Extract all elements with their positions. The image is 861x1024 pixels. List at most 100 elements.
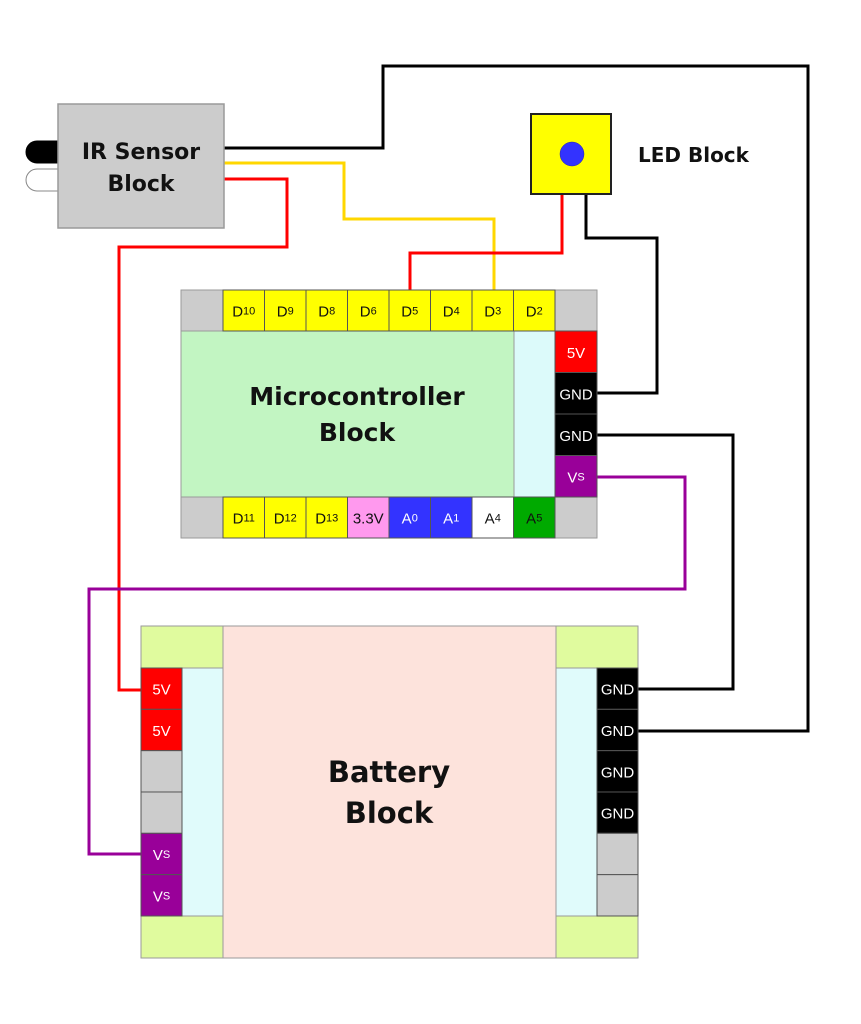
mcu-right-pins: 5V GND GND VS <box>554 330 598 498</box>
battery-pin-right-gnd-2: GND <box>596 750 639 793</box>
battery-pin-left-vs-4: VS <box>140 832 183 876</box>
battery-pin-right-gnd-1-label: GND <box>601 722 635 739</box>
mcu-pin-right-gnd-1: GND <box>554 372 598 415</box>
battery-pin-right-gnd-0: GND <box>596 667 639 710</box>
mcu-bottom-pins: D11 D12 D13 3.3V A0 A1 A4 A5 <box>222 496 556 539</box>
mcu-pin-bottom-a5: A5 <box>513 496 556 539</box>
wire-ir-power-to-battery-5v <box>117 177 289 692</box>
mcu-pin-bottom-a4-box <box>471 496 514 539</box>
mcu-pin-bottom-d12: D12 <box>264 496 307 539</box>
mcu-side-strip <box>513 330 556 498</box>
ir-sensor-block: IR Sensor Block <box>25 103 225 229</box>
mcu-pin-top-d9: D9 <box>264 289 307 332</box>
battery-pin-right-gnd-3: GND <box>596 791 639 834</box>
mcu-pin-top-d5: D5 <box>388 289 431 332</box>
mcu-corner-bottom-right <box>554 496 598 539</box>
battery-pin-right-gnd-2-box <box>596 750 639 793</box>
wire-led-gnd-to-mcu-gnd <box>584 194 659 395</box>
mcu-pin-bottom-a4-label: A4 <box>485 510 501 527</box>
ir-receiver-led-white <box>25 168 61 192</box>
mcu-pin-right-5v-0-label: 5V <box>567 344 585 361</box>
battery-corner-bottom-right <box>555 915 639 959</box>
battery-pin-right-gnd-1: GND <box>596 708 639 752</box>
mcu-pin-bottom-d12-box <box>264 496 307 539</box>
battery-pin-left-vs-5-label: VS <box>153 888 170 905</box>
mcu-pin-top-d3: D3 <box>471 289 514 332</box>
mcu-pin-top-d5-label: D5 <box>401 303 418 320</box>
mcu-pin-bottom-33v-label: 3.3V <box>353 510 384 527</box>
mcu-pin-top-d4: D4 <box>430 289 473 332</box>
battery-body <box>222 625 557 959</box>
battery-pin-right-empty-5 <box>596 874 639 917</box>
battery-pin-right-gnd-2-label: GND <box>601 764 635 781</box>
ir-sensor-body <box>57 103 225 229</box>
mcu-top-pins: D10 D9 D8 D6 D5 D4 D3 D2 <box>222 289 556 332</box>
battery-pin-right-empty-4-box <box>596 832 639 876</box>
battery-pin-left-5v-1: 5V <box>140 708 183 752</box>
battery-pin-left-empty-2 <box>140 750 183 793</box>
battery-pin-right-gnd-0-label: GND <box>601 681 635 698</box>
battery-pin-right-empty-5-box <box>596 874 639 917</box>
mcu-pin-bottom-a0: A0 <box>388 496 431 539</box>
mcu-pin-top-d9-label: D9 <box>277 303 294 320</box>
battery-title-line2: Block <box>345 796 434 830</box>
wire-mcu-vs-to-battery-vs <box>87 475 687 856</box>
mcu-pin-bottom-a0-label: A0 <box>402 510 418 527</box>
mcu-pin-top-d2-label: D2 <box>526 303 543 320</box>
battery-title-line1: Battery <box>328 755 450 789</box>
mcu-pin-top-d4-label: D4 <box>443 303 460 320</box>
battery-left-pins: 5V 5V VS VS <box>140 667 183 917</box>
mcu-pin-bottom-d11-label: D11 <box>233 510 255 527</box>
mcu-pin-top-d8: D8 <box>305 289 348 332</box>
battery-pin-left-empty-3 <box>140 791 183 834</box>
mcu-pin-top-d3-label: D3 <box>484 303 501 320</box>
mcu-pin-bottom-d13-label: D13 <box>315 510 338 527</box>
mcu-pin-bottom-a4: A4 <box>471 496 514 539</box>
battery-pin-right-gnd-1-box <box>596 708 639 752</box>
mcu-pin-top-d10-label: D10 <box>232 303 255 320</box>
mcu-pin-right-vs-3-label: VS <box>567 469 584 486</box>
battery-pin-left-5v-1-label: 5V <box>152 722 170 739</box>
mcu-pin-bottom-33v-box <box>347 496 390 539</box>
led-light-icon <box>559 141 585 167</box>
battery-right-strip <box>555 667 598 917</box>
wire-led-signal-to-d5 <box>408 194 564 290</box>
mcu-pin-bottom-d13: D13 <box>305 496 348 539</box>
ir-sensor-title-line1: IR Sensor <box>82 140 200 165</box>
battery-pin-left-5v-0-label: 5V <box>152 681 170 698</box>
mcu-pin-bottom-33v: 3.3V <box>347 496 390 539</box>
mcu-pin-top-d6-box <box>347 289 390 332</box>
battery-pin-left-vs-5-box <box>140 874 183 917</box>
wires-layer <box>87 64 810 856</box>
mcu-pin-top-d6-label: D6 <box>360 303 377 320</box>
mcu-pin-bottom-a5-box <box>513 496 556 539</box>
mcu-pin-bottom-a1-label: A1 <box>443 510 459 527</box>
mcu-pin-right-gnd-1-box <box>554 372 598 415</box>
led-block: LED Block <box>530 113 750 195</box>
mcu-pin-top-d2: D2 <box>513 289 556 332</box>
mcu-pin-right-gnd-2-label: GND <box>559 427 593 444</box>
battery-block: Battery Block 5V 5V VS VS GND GND GND GND <box>140 625 639 959</box>
ir-sensor-title-line2: Block <box>107 172 175 197</box>
mcu-pin-top-d5-box <box>388 289 431 332</box>
battery-pin-right-empty-4 <box>596 832 639 876</box>
mcu-corner-bottom-left <box>180 496 224 539</box>
mcu-body <box>180 330 515 498</box>
mcu-pin-right-vs-3: VS <box>554 455 598 498</box>
battery-pin-left-empty-2-box <box>140 750 183 793</box>
battery-pin-left-vs-5: VS <box>140 874 183 917</box>
mcu-pin-top-d9-box <box>264 289 307 332</box>
mcu-title-line1: Microcontroller <box>249 382 465 411</box>
mcu-corner-top-left <box>180 289 224 332</box>
battery-corner-top-right <box>555 625 639 669</box>
wire-mcu-gnd-to-battery-gnd <box>597 433 735 691</box>
mcu-pin-bottom-a1: A1 <box>430 496 473 539</box>
wire-ir-gnd-to-battery-gnd <box>223 64 810 733</box>
mcu-pin-top-d10-box <box>222 289 265 332</box>
mcu-pin-bottom-a5-label: A5 <box>526 510 542 527</box>
ir-emitter-led-black <box>25 140 61 164</box>
battery-pin-left-vs-4-label: VS <box>153 846 170 863</box>
mcu-pin-top-d8-label: D8 <box>318 303 335 320</box>
mcu-pin-right-vs-3-box <box>554 455 598 498</box>
